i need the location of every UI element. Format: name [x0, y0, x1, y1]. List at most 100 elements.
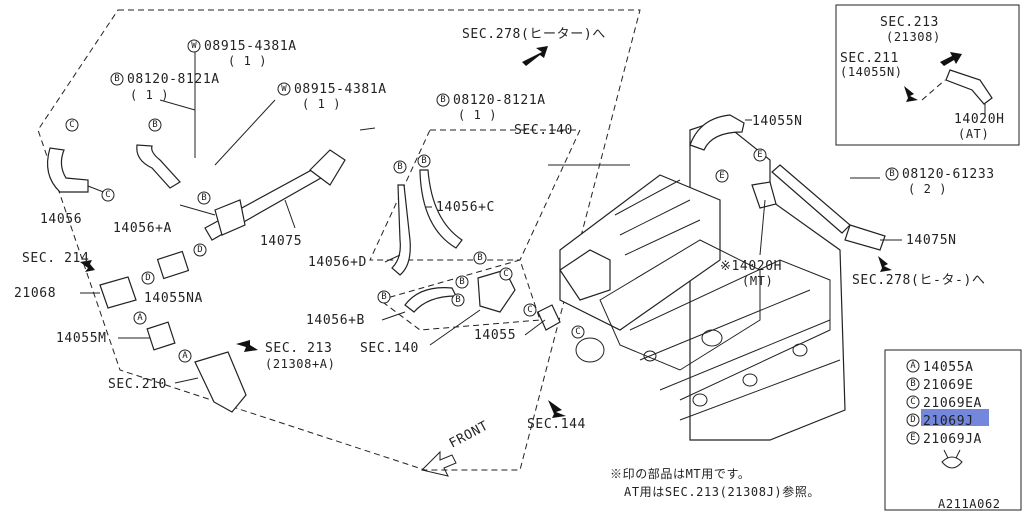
inset-sec213: SEC.213: [880, 15, 939, 30]
hose-14056A: [136, 144, 181, 189]
pipe-14075N: [771, 164, 886, 251]
inset-part: 14020H: [954, 112, 1005, 127]
clamp-callout-b: [197, 191, 211, 205]
legend-code: 21069JA: [923, 432, 982, 447]
label-14056D: 14056+D: [308, 255, 367, 270]
label-14020H-mt: ※14020H: [720, 259, 782, 274]
label-14056A: 14056+A: [113, 221, 172, 236]
svg-text:B: B: [421, 156, 426, 166]
label-w1-qty: ( 1 ): [228, 54, 267, 68]
connector-sec210: [194, 351, 247, 413]
legend-letter-icon: [906, 359, 920, 373]
label-sec213-sub: (21308+A): [265, 357, 335, 371]
clamp-callout-e: [753, 148, 767, 162]
leader-lines: [80, 46, 902, 384]
svg-text:B: B: [397, 162, 402, 172]
legend-letter-icon: [906, 413, 920, 427]
hose-14056D: [391, 184, 411, 276]
label-14075: 14075: [260, 234, 302, 249]
washer-marker-icon: [277, 82, 291, 96]
note-line-1: ※印の部品はMT用です。: [610, 466, 750, 481]
clamp-callout-d: [141, 271, 155, 285]
label-14056B: 14056+B: [306, 313, 365, 328]
inset-sec211-sub: (14055N): [840, 65, 903, 79]
clamp-callout-c: [499, 267, 513, 281]
label-sec278-right: SEC.278(ヒ-タ-)へ: [852, 273, 986, 288]
label-sec144: SEC.144: [527, 417, 586, 432]
svg-text:B: B: [459, 277, 464, 287]
clamp-callout-b: [148, 118, 162, 132]
label-14055N: 14055N: [752, 114, 803, 129]
pipe-14075: [179, 149, 346, 241]
hose-14055: [537, 304, 561, 331]
label-sec210: SEC.210: [108, 377, 167, 392]
svg-text:C: C: [105, 190, 110, 200]
legend-letter-icon: [906, 431, 920, 445]
label-b2-code: 08120-8121A: [453, 93, 546, 108]
label-b3-qty: ( 2 ): [908, 182, 947, 196]
clamp-callout-d: [193, 243, 207, 257]
clamp-callout-c: [523, 303, 537, 317]
svg-text:B: B: [477, 253, 482, 263]
direction-arrows: [80, 46, 892, 477]
legend-code: 21069E: [923, 378, 974, 393]
legend-letter: A: [910, 361, 916, 371]
clamp-callout-b: [393, 160, 407, 174]
legend-code: 14055A: [923, 360, 974, 375]
clamp-callout-c: [571, 325, 585, 339]
clamp-callout-b: [451, 293, 465, 307]
svg-text:B: B: [889, 169, 894, 179]
assembly-outline: [37, 9, 641, 471]
clamp-icon: [941, 456, 963, 469]
label-21068: 21068: [14, 286, 56, 301]
legend-highlight: [921, 409, 989, 426]
svg-text:D: D: [145, 273, 150, 283]
inset-sec211: SEC.211: [840, 51, 899, 66]
hose-clamp-callouts: C C B B D D A A B B B B B B C C C E E: [65, 118, 767, 363]
svg-text:W: W: [281, 84, 287, 94]
label-w2-code: 08915-4381A: [294, 82, 387, 97]
clamp-callout-a: [178, 349, 192, 363]
label-b3-code: 08120-61233: [902, 167, 995, 182]
hose-14056: [47, 147, 107, 194]
part-labels: W 08915-4381A ( 1 ) B 08120-8121A ( 1 ) …: [14, 27, 995, 452]
legend-letter: B: [910, 379, 915, 389]
label-b2-qty: ( 1 ): [458, 108, 497, 122]
clamp-callout-b: [473, 251, 487, 265]
label-sec214: SEC. 214: [22, 251, 89, 266]
arrow-sec278-right: [878, 256, 892, 272]
svg-text:B: B: [152, 120, 157, 130]
arrow-sec214: [80, 260, 95, 272]
legend-code: 21069J: [923, 414, 974, 429]
legend-letter: C: [910, 397, 915, 407]
svg-text:E: E: [757, 150, 762, 160]
clamp-callout-a: [133, 311, 147, 325]
svg-text:A: A: [182, 351, 188, 361]
hose-14055M: [146, 321, 176, 351]
label-w1-code: 08915-4381A: [204, 39, 297, 54]
label-sec278-top: SEC.278(ヒーター)へ: [462, 27, 606, 42]
legend-code: 21069EA: [923, 396, 982, 411]
svg-text:D: D: [197, 245, 202, 255]
legend-letter: D: [910, 415, 915, 425]
label-14055NA: 14055NA: [144, 291, 203, 306]
label-sec213: SEC. 213: [265, 341, 332, 356]
washer-marker-icon: [187, 39, 201, 53]
svg-text:A: A: [137, 313, 143, 323]
svg-text:C: C: [575, 327, 580, 337]
label-b1-qty: ( 1 ): [130, 88, 169, 102]
bolt-marker-icon: [885, 167, 899, 181]
hose-14056B: [404, 287, 457, 313]
svg-text:B: B: [440, 95, 445, 105]
label-sec140-top: SEC.140: [514, 123, 573, 138]
front-arrow-icon: [421, 450, 457, 477]
arrow-sec213: [236, 340, 258, 352]
label-14056: 14056: [40, 212, 82, 227]
svg-text:C: C: [503, 269, 508, 279]
hose-14056C: [419, 169, 463, 249]
legend-letter-icon: [906, 377, 920, 391]
svg-text:C: C: [69, 120, 74, 130]
clamp-callout-c: [65, 118, 79, 132]
